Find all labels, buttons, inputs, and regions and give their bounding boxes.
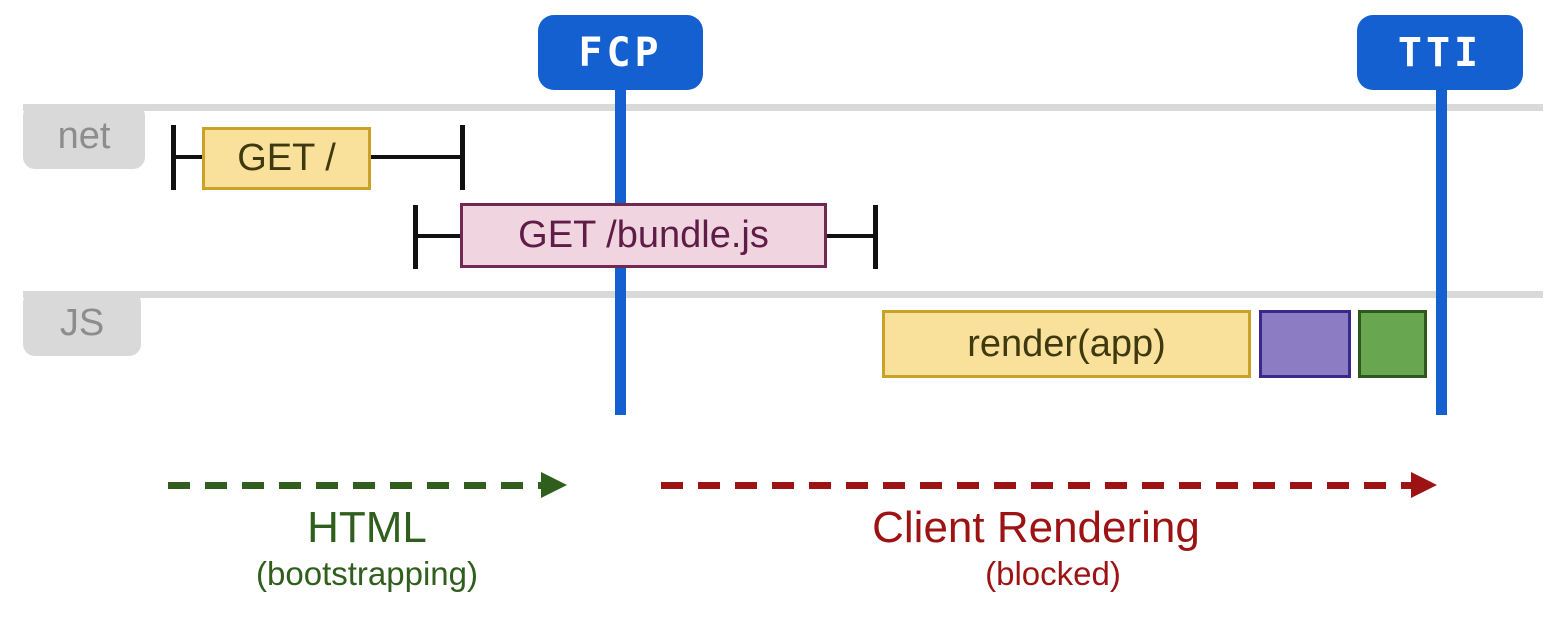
net-lane-text: net [57,115,111,157]
render-app-label: render(app) [967,322,1166,365]
get-bundle-right-whisker [873,205,878,269]
get-bundle-task-box: GET /bundle.js [460,203,827,268]
client-phase-sublabel: (blocked) [985,555,1121,592]
lane-label-net: net [23,104,145,169]
get-bundle-right-connector [827,234,873,238]
tti-marker-line [1436,86,1447,415]
fcp-badge-text: FCP [578,29,663,76]
client-phase-arrow [661,482,1411,489]
html-phase-arrowhead-icon [541,472,567,498]
js-lane-line [23,291,1543,298]
get-bundle-left-connector [418,234,460,238]
get-root-right-connector [371,155,460,159]
get-bundle-left-whisker [413,205,418,269]
js-task-box-purple [1259,310,1351,378]
html-phase-sublabel: (bootstrapping) [256,555,478,592]
fcp-badge: FCP [538,15,703,90]
get-root-right-whisker [460,125,465,190]
render-app-task-box: render(app) [882,310,1251,378]
js-task-box-green [1358,310,1427,378]
js-lane-text: JS [59,302,105,344]
get-root-left-whisker [171,125,176,190]
get-root-left-connector [176,155,202,159]
html-phase-arrow [168,482,541,489]
net-lane-line [23,104,1543,111]
lane-label-js: JS [23,291,141,356]
get-root-label: GET / [237,137,336,179]
html-phase-label: HTML [307,503,427,552]
client-phase-arrowhead-icon [1411,472,1437,498]
get-bundle-label: GET /bundle.js [518,214,769,256]
tti-badge-text: TTI [1397,29,1483,76]
tti-badge: TTI [1357,15,1523,90]
client-phase-label: Client Rendering [872,503,1200,552]
get-root-task-box: GET / [202,127,371,190]
